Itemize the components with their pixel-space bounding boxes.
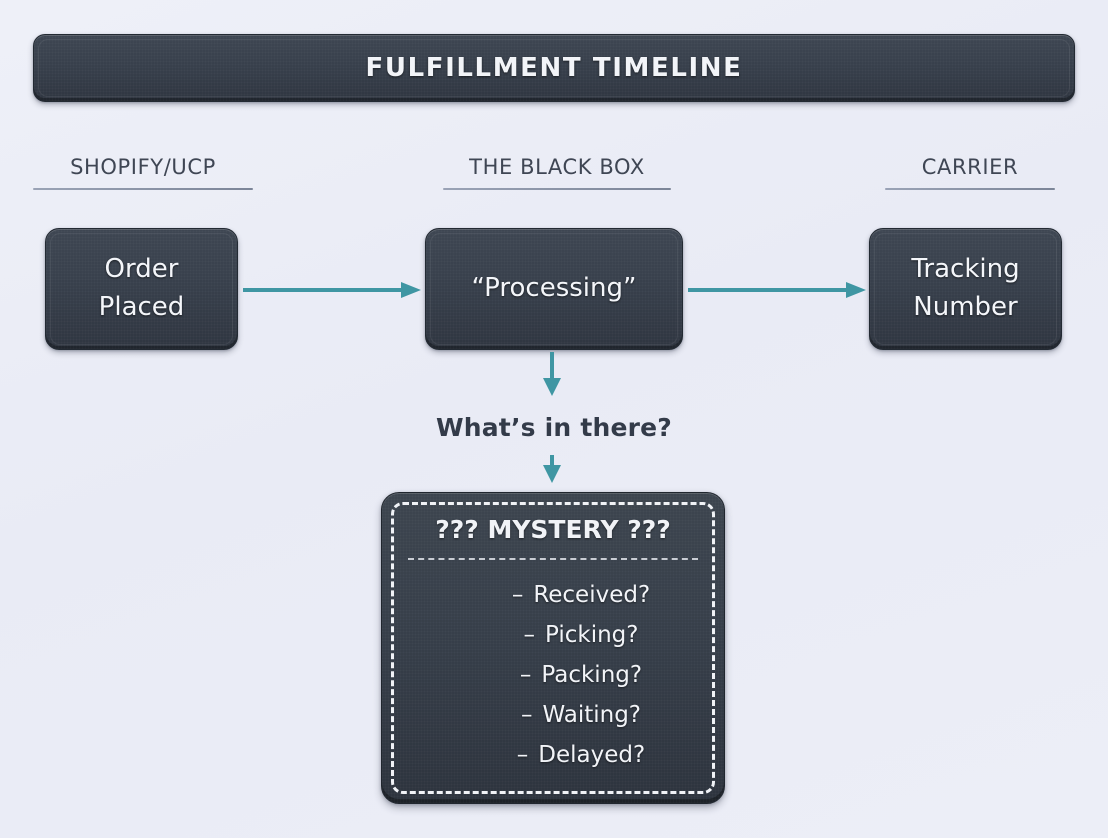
stage-line-1: “Processing” xyxy=(471,273,637,304)
list-item-label: Packing? xyxy=(541,662,643,688)
stage-box-processing-text: “Processing” xyxy=(462,270,647,308)
list-item: –Waiting? xyxy=(460,702,702,728)
column-heading-shopify-label: SHOPIFY/UCP xyxy=(70,155,216,179)
list-item: –Packing? xyxy=(460,662,702,688)
stage-box-processing: “Processing” xyxy=(425,228,683,350)
list-bullet: – xyxy=(511,582,524,608)
mystery-box-content: ??? MYSTERY ??? –Received? –Picking? –Pa… xyxy=(382,493,724,803)
stage-box-tracking-number: Tracking Number xyxy=(869,228,1062,350)
list-item: –Picking? xyxy=(460,622,702,648)
stage-line-1: Tracking xyxy=(911,254,1020,285)
list-item-label: Received? xyxy=(533,582,651,608)
column-heading-carrier: CARRIER xyxy=(885,155,1055,190)
column-heading-shopify: SHOPIFY/UCP xyxy=(33,155,253,190)
mystery-box-title: ??? MYSTERY ??? xyxy=(435,515,671,544)
list-item: –Delayed? xyxy=(460,742,702,768)
arrow-right-icon xyxy=(688,280,866,300)
arrow-down-icon xyxy=(538,455,566,483)
arrow-down-icon xyxy=(538,352,566,396)
column-heading-underline xyxy=(33,188,253,190)
list-item-label: Waiting? xyxy=(542,702,642,728)
list-item-label: Picking? xyxy=(545,622,639,648)
stage-line-1: Order xyxy=(104,254,179,285)
list-bullet: – xyxy=(523,622,536,648)
mystery-box: ??? MYSTERY ??? –Received? –Picking? –Pa… xyxy=(381,492,725,804)
list-bullet: – xyxy=(516,742,529,768)
column-heading-underline xyxy=(885,188,1055,190)
column-heading-blackbox-label: THE BLACK BOX xyxy=(469,155,645,179)
list-bullet: – xyxy=(520,702,533,728)
column-heading-blackbox: THE BLACK BOX xyxy=(443,155,671,190)
arrow-right-icon xyxy=(243,280,421,300)
stage-box-tracking-number-text: Tracking Number xyxy=(901,251,1029,326)
mystery-box-divider xyxy=(408,558,698,560)
stage-line-2: Placed xyxy=(98,292,185,322)
stage-line-2: Number xyxy=(913,292,1018,322)
stage-box-order-placed-text: Order Placed xyxy=(89,251,195,326)
column-heading-carrier-label: CARRIER xyxy=(921,155,1019,179)
question-caption: What’s in there? xyxy=(435,413,673,442)
page-title: FULFILLMENT TIMELINE xyxy=(365,53,743,83)
list-item-label: Delayed? xyxy=(538,742,646,768)
mystery-box-list: –Received? –Picking? –Packing? –Waiting?… xyxy=(404,576,702,782)
column-heading-underline xyxy=(443,188,671,190)
list-item: –Received? xyxy=(460,582,702,608)
stage-box-order-placed: Order Placed xyxy=(45,228,238,350)
title-banner: FULFILLMENT TIMELINE xyxy=(33,34,1075,102)
list-bullet: – xyxy=(519,662,532,688)
